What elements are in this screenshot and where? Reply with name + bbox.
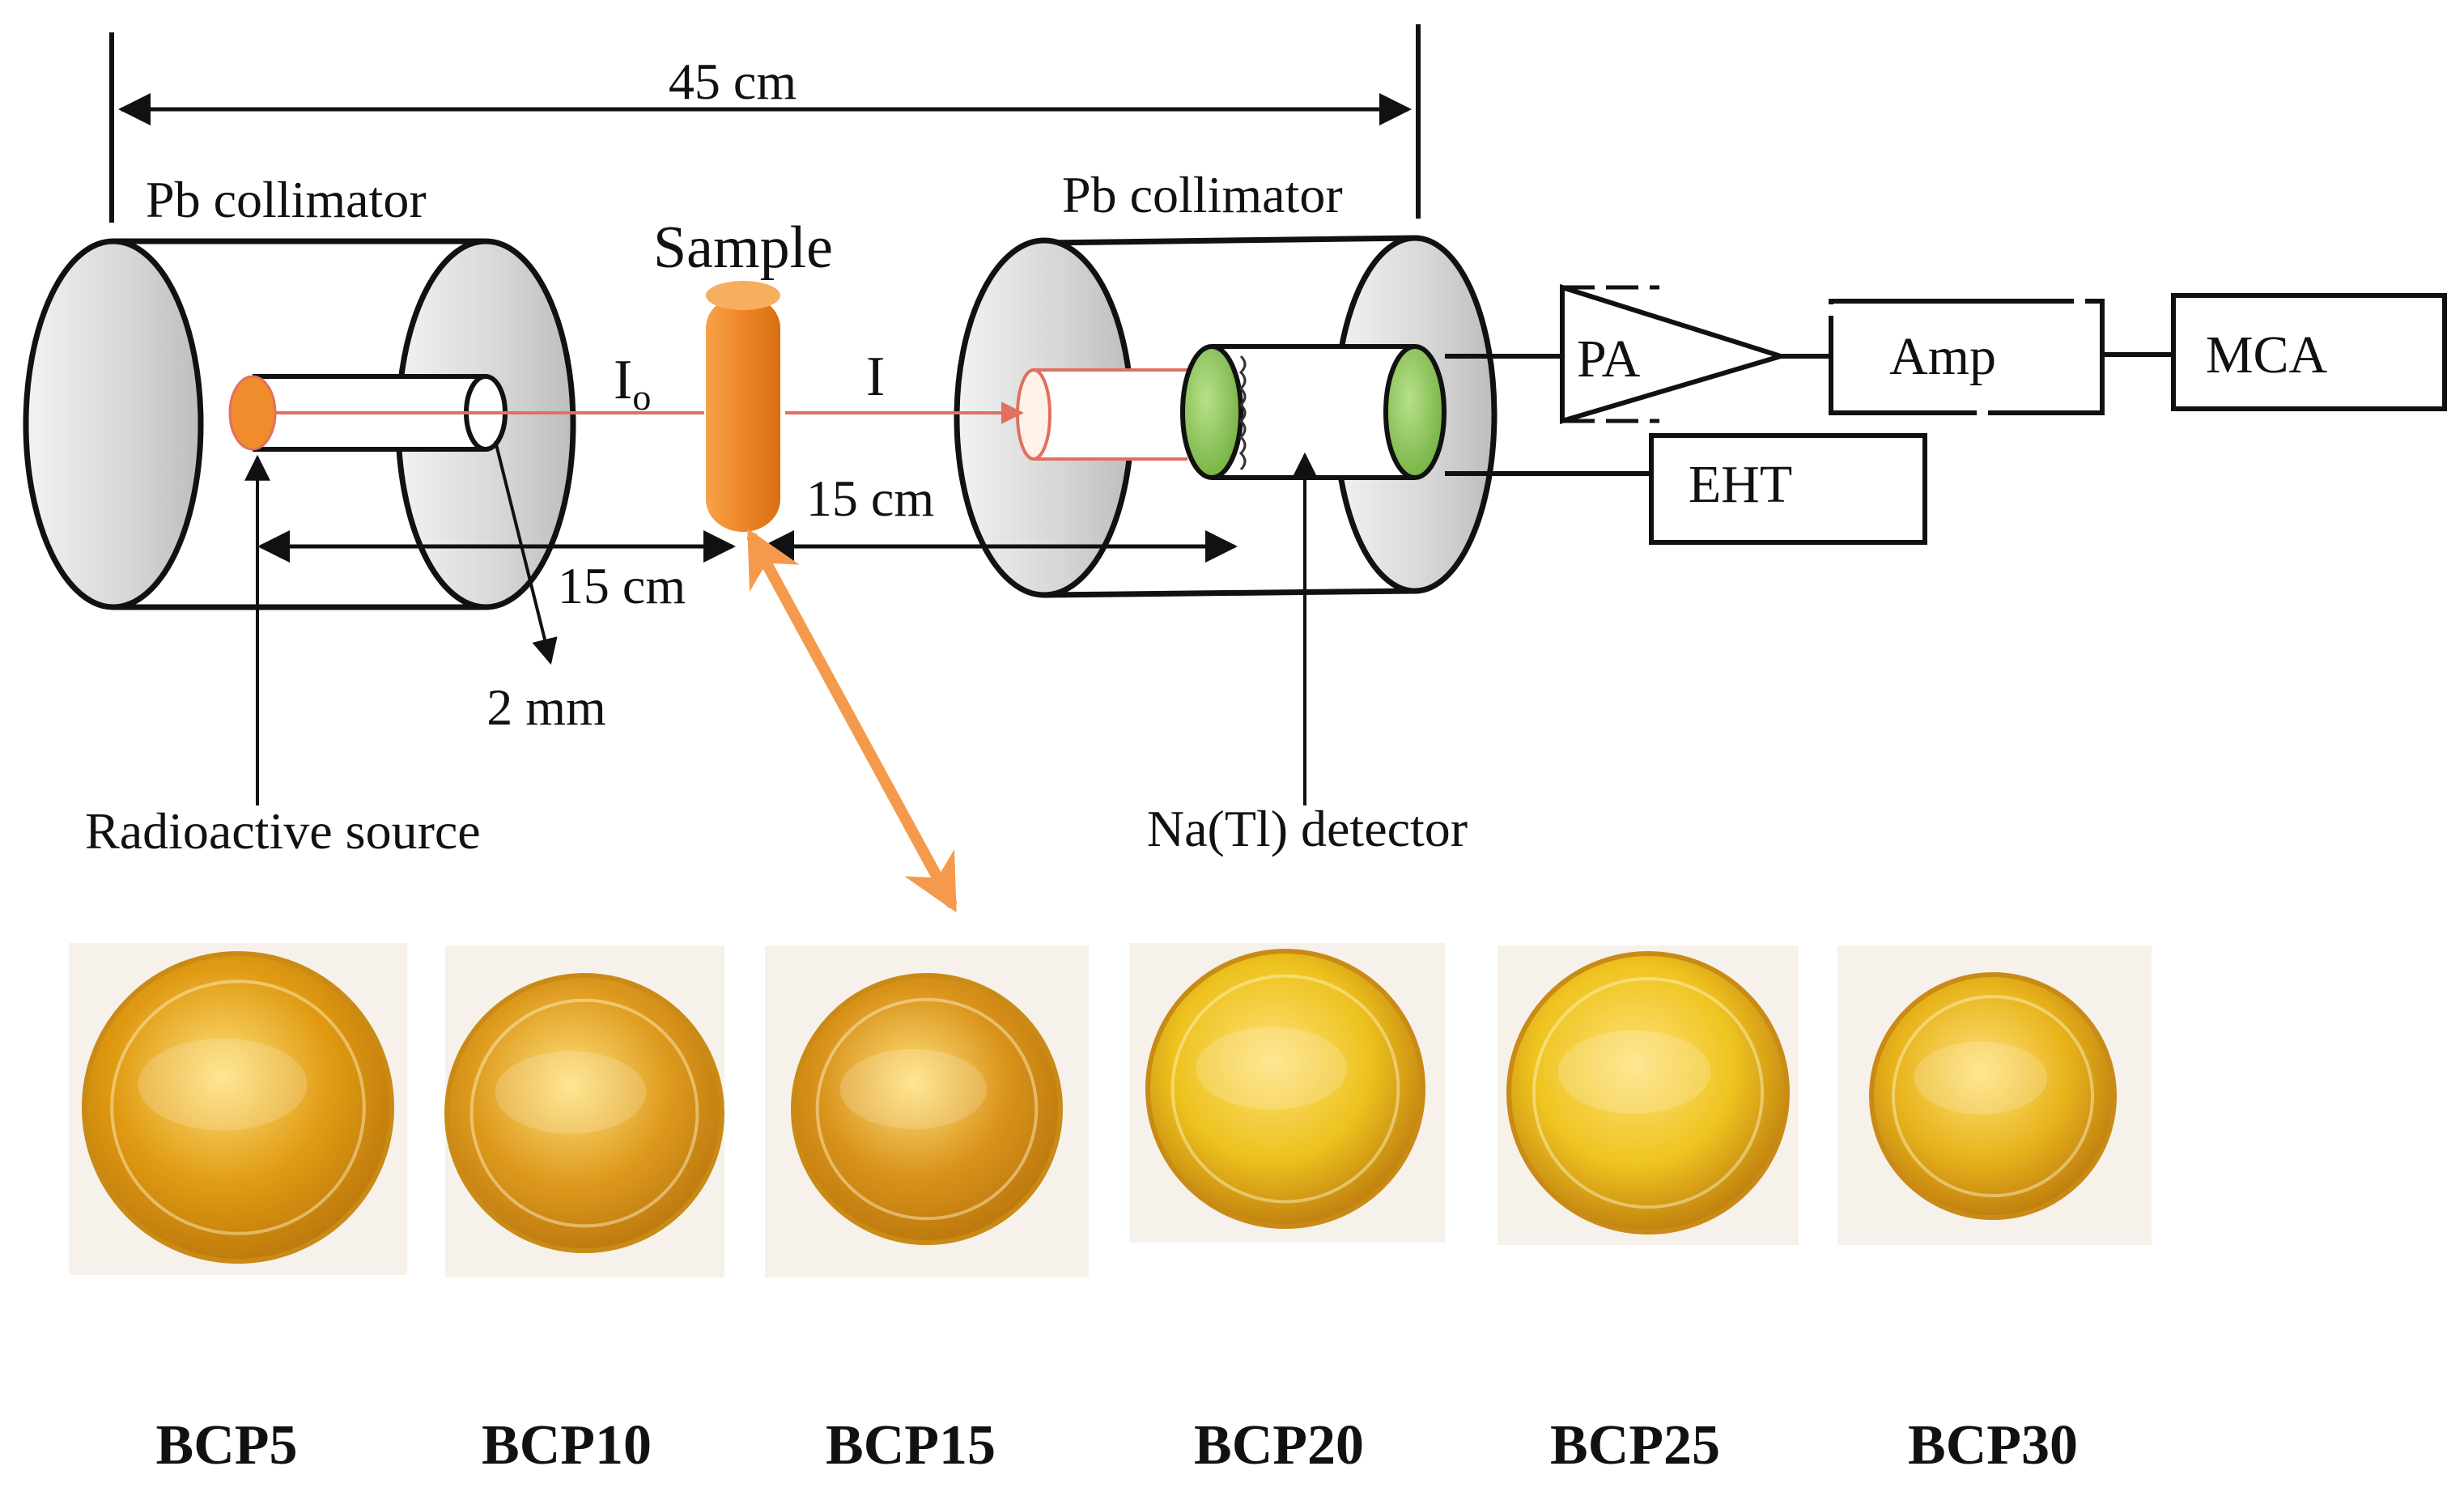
sample-disc-image [1145,949,1425,1229]
sample-photo-bcp5: BCP5 [69,943,407,1477]
preamp-block: PA [1560,283,1790,425]
sample-name-label: BCP10 [482,1414,652,1477]
detector-crystal-front [1180,344,1243,480]
source-label: Radioactive source [85,802,481,860]
sample-disc-image [444,973,724,1253]
sample-name-label: BCP5 [156,1414,298,1477]
sample-name-label: BCP25 [1550,1414,1720,1477]
sample-name-label: BCP30 [1908,1414,2078,1477]
mca-block: MCA [2171,293,2447,411]
incident-intensity-label: Io [614,349,651,418]
total-distance-label: 45 cm [669,53,797,110]
sample-disc-image [82,951,394,1264]
sample-name-label: BCP20 [1194,1414,1364,1477]
sample-photo-bcp25: BCP25 [1498,946,1799,1477]
source-pellet-icon [228,375,277,451]
amplifier-label: Amp [1889,327,1996,386]
sample-photo-bcp15: BCP15 [765,946,1089,1477]
eht-label: EHT [1689,455,1792,514]
right-collimator: Pb collimator [954,166,1498,598]
transmitted-intensity-label: I [866,346,885,408]
detector-aperture [1016,368,1051,461]
sample-pointer-arrow [747,528,957,913]
left-collimator-back-face [23,238,204,610]
mca-label: MCA [2206,325,2328,385]
aperture-label: 2 mm [486,678,606,736]
sample-photo-bcp20: BCP20 [1129,943,1445,1477]
sample-photo-bcp10: BCP10 [444,946,724,1477]
amplifier-block: Amp [1829,299,2105,415]
detector-label: Na(Tl) detector [1147,800,1468,857]
sample-disc-image [1869,972,2117,1220]
sample-label: Sample [653,215,833,281]
total-distance-dimension: 45 cm [109,24,1421,223]
left-collimator-label: Pb collimator [146,171,427,228]
sample-name-label: BCP15 [826,1414,996,1477]
sample-disc-image [791,973,1063,1245]
sample-photos: BCP5 BCP10 BCP15 BCP20 BCP25 BCP30 [69,943,2152,1477]
gamma-beam: Io I [275,346,1024,424]
sample-disc-image [1506,951,1790,1235]
right-distance-label: 15 cm [806,470,934,527]
left-collimator: Pb collimator [23,171,576,610]
left-distance-label: 15 cm [558,557,686,614]
eht-block: EHT [1649,433,1927,545]
sample-photo-bcp30: BCP30 [1837,946,2152,1477]
sample-disc: Sample [653,215,833,532]
preamp-label: PA [1577,329,1641,389]
detector-crystal-back [1383,344,1447,480]
right-collimator-label: Pb collimator [1062,166,1343,223]
electronics-chain: PA Amp MCA EHT [1445,283,2447,545]
lower-dimensions: 15 cm 15 cm 2 mm Radioactive source Na(T… [85,440,1468,860]
